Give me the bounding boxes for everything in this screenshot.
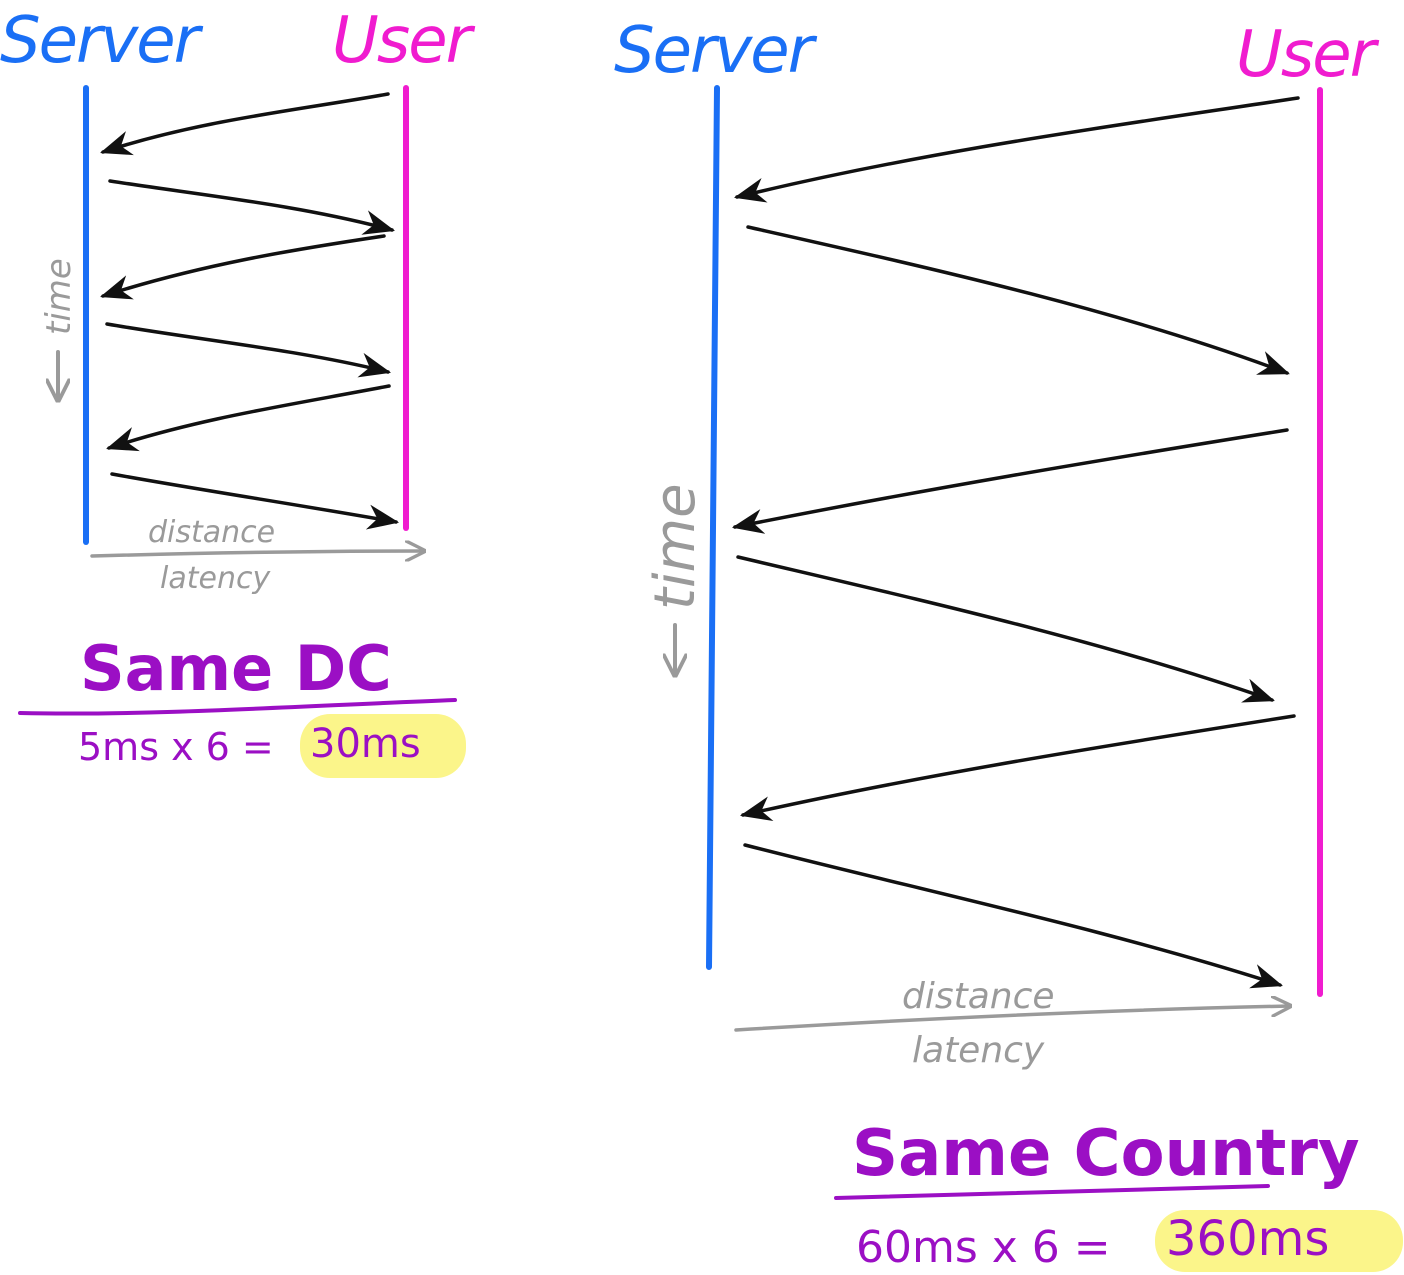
message-arrow [110, 472, 400, 530]
time-label: time [39, 258, 79, 335]
message-arrow [743, 843, 1283, 989]
time-axis: time [643, 483, 708, 675]
server-label: Server [0, 4, 204, 78]
server-timeline [706, 85, 720, 970]
diagram-title: Same Country [852, 1117, 1360, 1191]
diagram-same-dc: Server User time distance latency Same D… [0, 4, 478, 778]
formula-prefix: 5ms x 6 = [78, 725, 274, 769]
user-label: User [332, 4, 476, 78]
title-underline [834, 1184, 1270, 1200]
distance-arrow [90, 551, 424, 556]
message-arrow [733, 96, 1300, 203]
latency-label: latency [912, 1030, 1045, 1071]
formula-prefix: 60ms x 6 = [856, 1222, 1111, 1273]
diagram-title: Same DC [80, 632, 392, 705]
distance-label: distance [148, 515, 275, 550]
message-arrow [100, 92, 390, 156]
distance-axis: distance latency [90, 515, 424, 596]
latency-label: latency [160, 561, 271, 596]
user-label: User [1236, 18, 1380, 92]
message-arrow [106, 384, 391, 452]
time-axis: time [39, 258, 79, 400]
server-label: Server [614, 14, 818, 88]
result-highlight [300, 714, 466, 778]
result-highlight [1155, 1210, 1403, 1272]
title-underline [18, 698, 457, 716]
message-arrow [736, 555, 1275, 703]
message-arrow [99, 234, 386, 300]
message-arrow [108, 179, 396, 235]
distance-axis: distance latency [734, 976, 1290, 1071]
message-arrow [746, 225, 1290, 375]
formula-result: 30ms [310, 721, 421, 767]
message-arrow [731, 428, 1289, 534]
distance-arrow [734, 1006, 1290, 1032]
distance-label: distance [902, 976, 1055, 1017]
formula-result: 360ms [1166, 1211, 1329, 1267]
diagram-same-country: Server User time distance latency Same C… [614, 14, 1403, 1273]
message-arrow [739, 714, 1296, 822]
time-label: time [643, 483, 708, 610]
message-arrow [105, 322, 392, 378]
